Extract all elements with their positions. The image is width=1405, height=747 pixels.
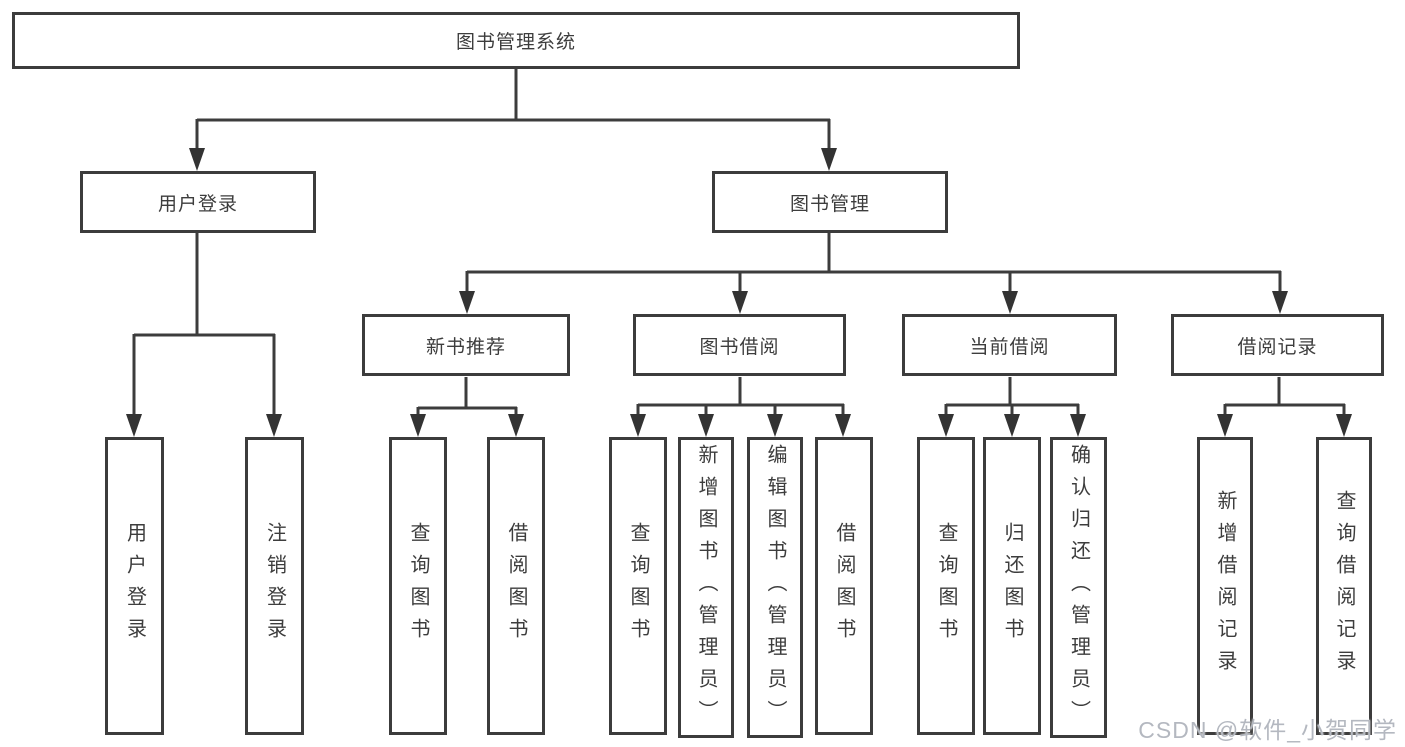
leaf-bb-edit-book-admin: 编辑图书（管理员） <box>747 437 803 738</box>
node-user-login: 用户登录 <box>80 171 316 233</box>
leaf-logout: 注销登录 <box>245 437 304 735</box>
leaf-br-query-record-label: 查询借阅记录 <box>1333 490 1355 682</box>
node-current-borrow-label: 当前借阅 <box>969 336 1050 358</box>
leaf-cb-confirm-return-admin: 确认归还（管理员） <box>1050 437 1107 738</box>
leaf-bb-query-books: 查询图书 <box>609 437 667 735</box>
watermark: CSDN @软件_小贺同学 <box>1138 717 1397 743</box>
leaf-br-add-record: 新增借阅记录 <box>1197 437 1253 735</box>
node-borrow-records: 借阅记录 <box>1171 314 1384 376</box>
node-book-borrow-label: 图书借阅 <box>699 336 780 358</box>
leaf-cb-return-books: 归还图书 <box>983 437 1041 735</box>
leaf-bb-borrow-books-label: 借阅图书 <box>833 522 855 650</box>
leaf-user-login: 用户登录 <box>105 437 164 735</box>
leaf-br-add-record-label: 新增借阅记录 <box>1214 490 1236 682</box>
node-root-label: 图书管理系统 <box>455 32 576 53</box>
node-current-borrow: 当前借阅 <box>902 314 1117 376</box>
leaf-cb-confirm-return-admin-label: 确认归还（管理员） <box>1067 443 1090 732</box>
leaf-bb-query-books-label: 查询图书 <box>627 522 649 650</box>
leaf-cb-query-books-label: 查询图书 <box>935 522 957 650</box>
leaf-cb-query-books: 查询图书 <box>917 437 975 735</box>
leaf-bb-borrow-books: 借阅图书 <box>815 437 873 735</box>
node-new-book-rec-label: 新书推荐 <box>425 336 506 358</box>
node-borrow-records-label: 借阅记录 <box>1237 336 1318 358</box>
node-new-book-rec: 新书推荐 <box>362 314 570 376</box>
node-root: 图书管理系统 <box>12 12 1020 69</box>
node-book-mgmt: 图书管理 <box>712 171 948 233</box>
leaf-cb-return-books-label: 归还图书 <box>1001 522 1023 650</box>
leaf-bb-add-book-admin-label: 新增图书（管理员） <box>695 443 717 732</box>
node-book-borrow: 图书借阅 <box>633 314 846 376</box>
leaf-nbr-query-books-label: 查询图书 <box>407 522 429 650</box>
leaf-nbr-borrow-books-label: 借阅图书 <box>505 522 527 650</box>
leaf-bb-add-book-admin: 新增图书（管理员） <box>678 437 734 738</box>
leaf-user-login-label: 用户登录 <box>123 522 146 650</box>
node-user-login-label: 用户登录 <box>157 193 238 215</box>
leaf-bb-edit-book-admin-label: 编辑图书（管理员） <box>764 443 786 732</box>
node-book-mgmt-label: 图书管理 <box>789 193 870 215</box>
leaf-nbr-borrow-books: 借阅图书 <box>487 437 545 735</box>
leaf-logout-label: 注销登录 <box>263 522 286 650</box>
leaf-nbr-query-books: 查询图书 <box>389 437 447 735</box>
leaf-br-query-record: 查询借阅记录 <box>1316 437 1372 735</box>
